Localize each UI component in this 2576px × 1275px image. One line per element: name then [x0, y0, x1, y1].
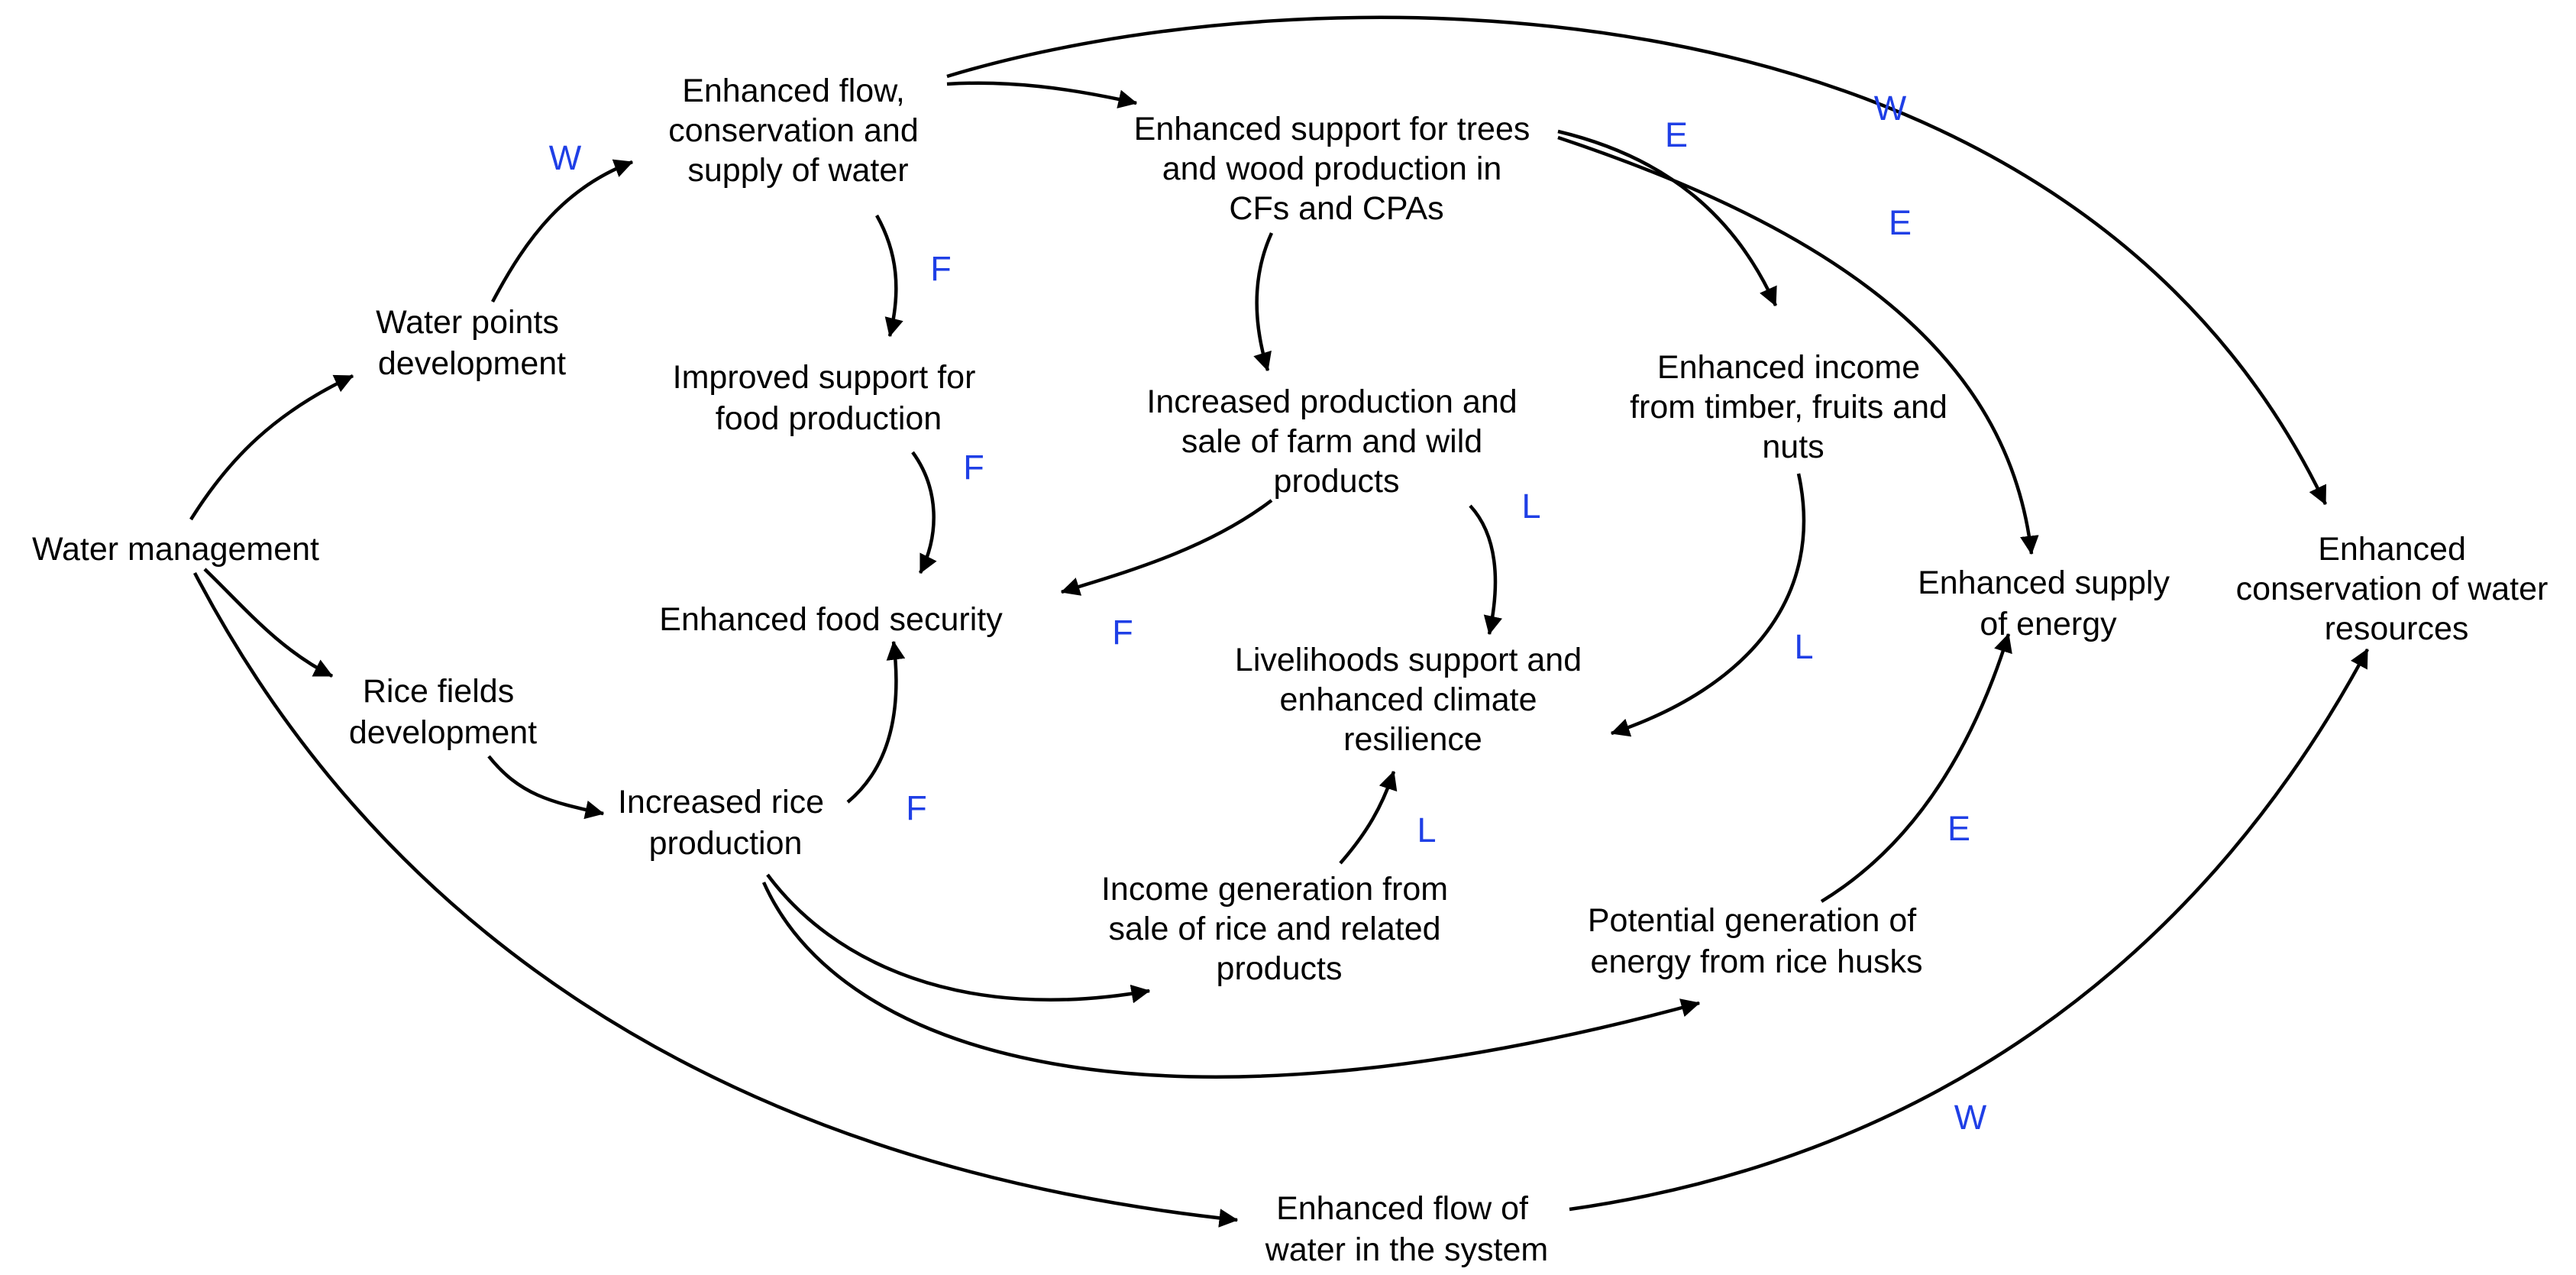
- nodes: Water management Water points developmen…: [32, 73, 2558, 1268]
- node-increased-rice-production: Increased rice production: [618, 784, 833, 862]
- link-labels: W W W F F F F E E E L L L: [549, 89, 1987, 1137]
- node-farm-wild-products: Increased production and sale of farm an…: [1146, 383, 1526, 500]
- edge-water-management-to-flow-system: [193, 571, 1239, 1228]
- node-livelihoods-climate-resilience: Livelihoods support and enhanced climate…: [1235, 642, 1591, 758]
- edge-energy-husks-to-energy-supply: [1820, 633, 2012, 903]
- edge-enhanced-flow-to-trees-support: [946, 81, 1138, 108]
- node-water-management: Water management: [32, 531, 319, 568]
- node-trees-wood-support: Enhanced support for trees and wood prod…: [1134, 111, 1540, 227]
- edge-improved-food-to-food-security: [911, 451, 937, 574]
- node-enhanced-flow-conservation-supply: Enhanced flow, conservation and supply o…: [668, 73, 927, 189]
- link-label-f-rice-production: F: [906, 788, 927, 827]
- node-income-timber-fruits-nuts: Enhanced income from timber, fruits and …: [1630, 349, 1957, 465]
- link-label-l-income-timber: L: [1794, 627, 1813, 666]
- link-label-w-bottom-arc: W: [1954, 1098, 1987, 1137]
- edge-trees-support-to-farm-products: [1253, 232, 1274, 372]
- node-water-points-development: Water points development: [376, 304, 568, 382]
- edge-rice-production-to-energy-husks: [761, 882, 1701, 1079]
- node-flow-water-system: Enhanced flow of water in the system: [1265, 1190, 1548, 1268]
- node-rice-fields-development: Rice fields development: [349, 673, 537, 751]
- node-improved-food-production-support: Improved support for food production: [673, 359, 985, 437]
- link-label-f-improved-support: F: [930, 249, 952, 288]
- edge-trees-support-to-income-timber: [1557, 129, 1778, 307]
- link-label-l-income-rice: L: [1417, 811, 1436, 849]
- edge-farm-products-to-livelihoods: [1469, 504, 1503, 636]
- node-energy-from-rice-husks: Potential generation of energy from rice…: [1588, 902, 1925, 980]
- link-label-e-rice-husks: E: [1947, 809, 1970, 848]
- edge-rice-production-to-food-security: [846, 640, 906, 804]
- link-label-f-farm-products: F: [1112, 613, 1133, 652]
- link-label-w-top-arc: W: [1874, 89, 1907, 128]
- edge-trees-support-to-energy-supply: [1557, 135, 2039, 555]
- edge-water-management-to-rice-fields: [203, 568, 334, 678]
- edge-rice-production-to-income-rice: [766, 873, 1151, 1004]
- link-label-l-farm-products: L: [1521, 487, 1540, 526]
- link-label-e-energy-supply: E: [1889, 203, 1912, 242]
- link-label-w-water-points: W: [549, 138, 582, 177]
- edge-farm-products-to-food-security: [1060, 499, 1273, 596]
- node-enhanced-energy-supply: Enhanced supply of energy: [1918, 565, 2179, 642]
- node-enhanced-food-security: Enhanced food security: [659, 601, 1003, 638]
- edge-enhanced-flow-to-improved-food: [875, 214, 903, 338]
- edge-water-management-to-water-points: [189, 374, 354, 521]
- edge-rice-fields-to-rice-production: [487, 755, 605, 820]
- edges: [189, 15, 2369, 1228]
- edge-income-timber-to-livelihoods: [1610, 473, 1806, 737]
- edge-income-rice-to-livelihoods: [1339, 770, 1398, 865]
- link-label-e-trees-top: E: [1665, 115, 1688, 154]
- edge-water-points-to-enhanced-flow: [491, 159, 634, 303]
- node-conservation-water-resources: Enhanced conservation of water resources: [2236, 531, 2558, 647]
- node-income-rice-products: Income generation from sale of rice and …: [1101, 871, 1457, 987]
- link-label-f-food-production: F: [963, 448, 984, 487]
- edge-flow-system-to-conservation: [1569, 648, 2369, 1212]
- edge-enhanced-flow-to-conservation: [946, 15, 2328, 506]
